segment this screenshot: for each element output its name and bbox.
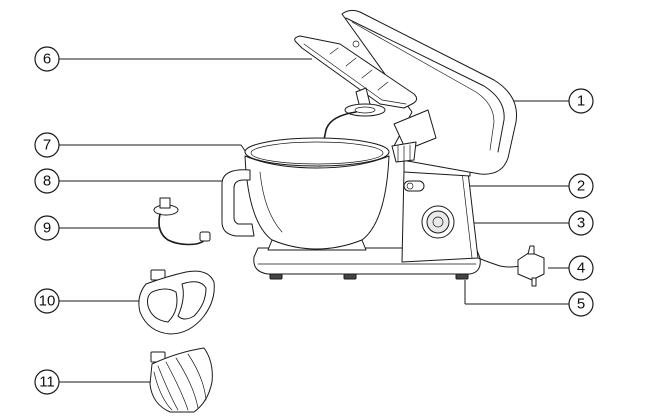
callout-8-number: 8 [43, 173, 51, 190]
callout-9-number: 9 [43, 220, 51, 237]
mixer-head-front-plate [393, 109, 437, 151]
power-plug-pin-top [527, 245, 535, 255]
callout-9: 9 [34, 215, 60, 241]
splash-guard-rim [303, 43, 407, 105]
callout-10-number: 10 [39, 293, 56, 310]
splash-guard-ribs [329, 47, 389, 91]
dough-hook-attachment [153, 197, 211, 246]
flat-beater-attachment [138, 269, 215, 335]
mixer-head-top-edge [345, 17, 505, 153]
flat-beater-opening-right [177, 281, 207, 320]
mixing-bowl-highlight [259, 171, 283, 233]
callout-5-number: 5 [577, 296, 585, 313]
wire-whisk-wires [153, 353, 207, 411]
callout-5: 5 [568, 291, 594, 317]
stand-mixer [221, 9, 545, 287]
dough-hook-tip [199, 231, 211, 242]
callout-6: 6 [34, 46, 60, 72]
flat-beater-opening-left [147, 288, 178, 323]
callout-7: 7 [34, 132, 60, 158]
leader-lines [59, 58, 581, 383]
callout-11: 11 [34, 369, 60, 395]
callout-4-number: 4 [577, 260, 585, 277]
callout-8: 8 [34, 168, 60, 194]
attachment-disc [344, 103, 386, 117]
callout-2-number: 2 [577, 178, 585, 195]
mixing-bowl-handle [221, 169, 255, 237]
callout-11-number: 11 [39, 374, 55, 391]
callout-1: 1 [568, 88, 594, 114]
callout-4: 4 [568, 255, 594, 281]
splash-guard [294, 35, 418, 109]
power-cord [477, 257, 521, 268]
attachment-disc-inner [354, 106, 376, 114]
callout-6-number: 6 [43, 51, 51, 68]
power-plug-pin-bottom [531, 277, 537, 287]
mixer-hub-lines [397, 144, 411, 163]
wire-whisk-outline [149, 347, 213, 413]
dough-hook-shaft [158, 213, 207, 246]
speed-dial-inner [426, 210, 450, 234]
mixer-head-seam [351, 21, 495, 151]
mixing-bowl-body [244, 155, 390, 251]
speed-dial-center [432, 216, 444, 228]
callouts: 1 2 3 4 5 6 7 8 [34, 46, 594, 395]
mixer-foot-right [455, 273, 469, 280]
callout-3-number: 3 [577, 215, 585, 232]
mixing-bowl-rim-inner [250, 141, 384, 165]
mixer-foot-left [269, 273, 283, 280]
callout-7-number: 7 [43, 137, 51, 154]
mixing-bowl-foot [267, 239, 367, 251]
mixer-foot-middle [343, 273, 357, 280]
wire-whisk-attachment [149, 347, 213, 413]
dough-hook-top [159, 197, 171, 209]
tilt-release-lever [403, 180, 425, 192]
mixer-head-port [352, 40, 360, 48]
callout-3: 3 [568, 210, 594, 236]
mixing-bowl-rim [244, 137, 390, 167]
callout-10: 10 [34, 288, 60, 314]
callout-2: 2 [568, 173, 594, 199]
mixer-column-edge [461, 171, 473, 259]
callout-1-number: 1 [577, 93, 585, 110]
power-plug [517, 251, 545, 281]
tilt-release-lever-knob [406, 182, 414, 190]
